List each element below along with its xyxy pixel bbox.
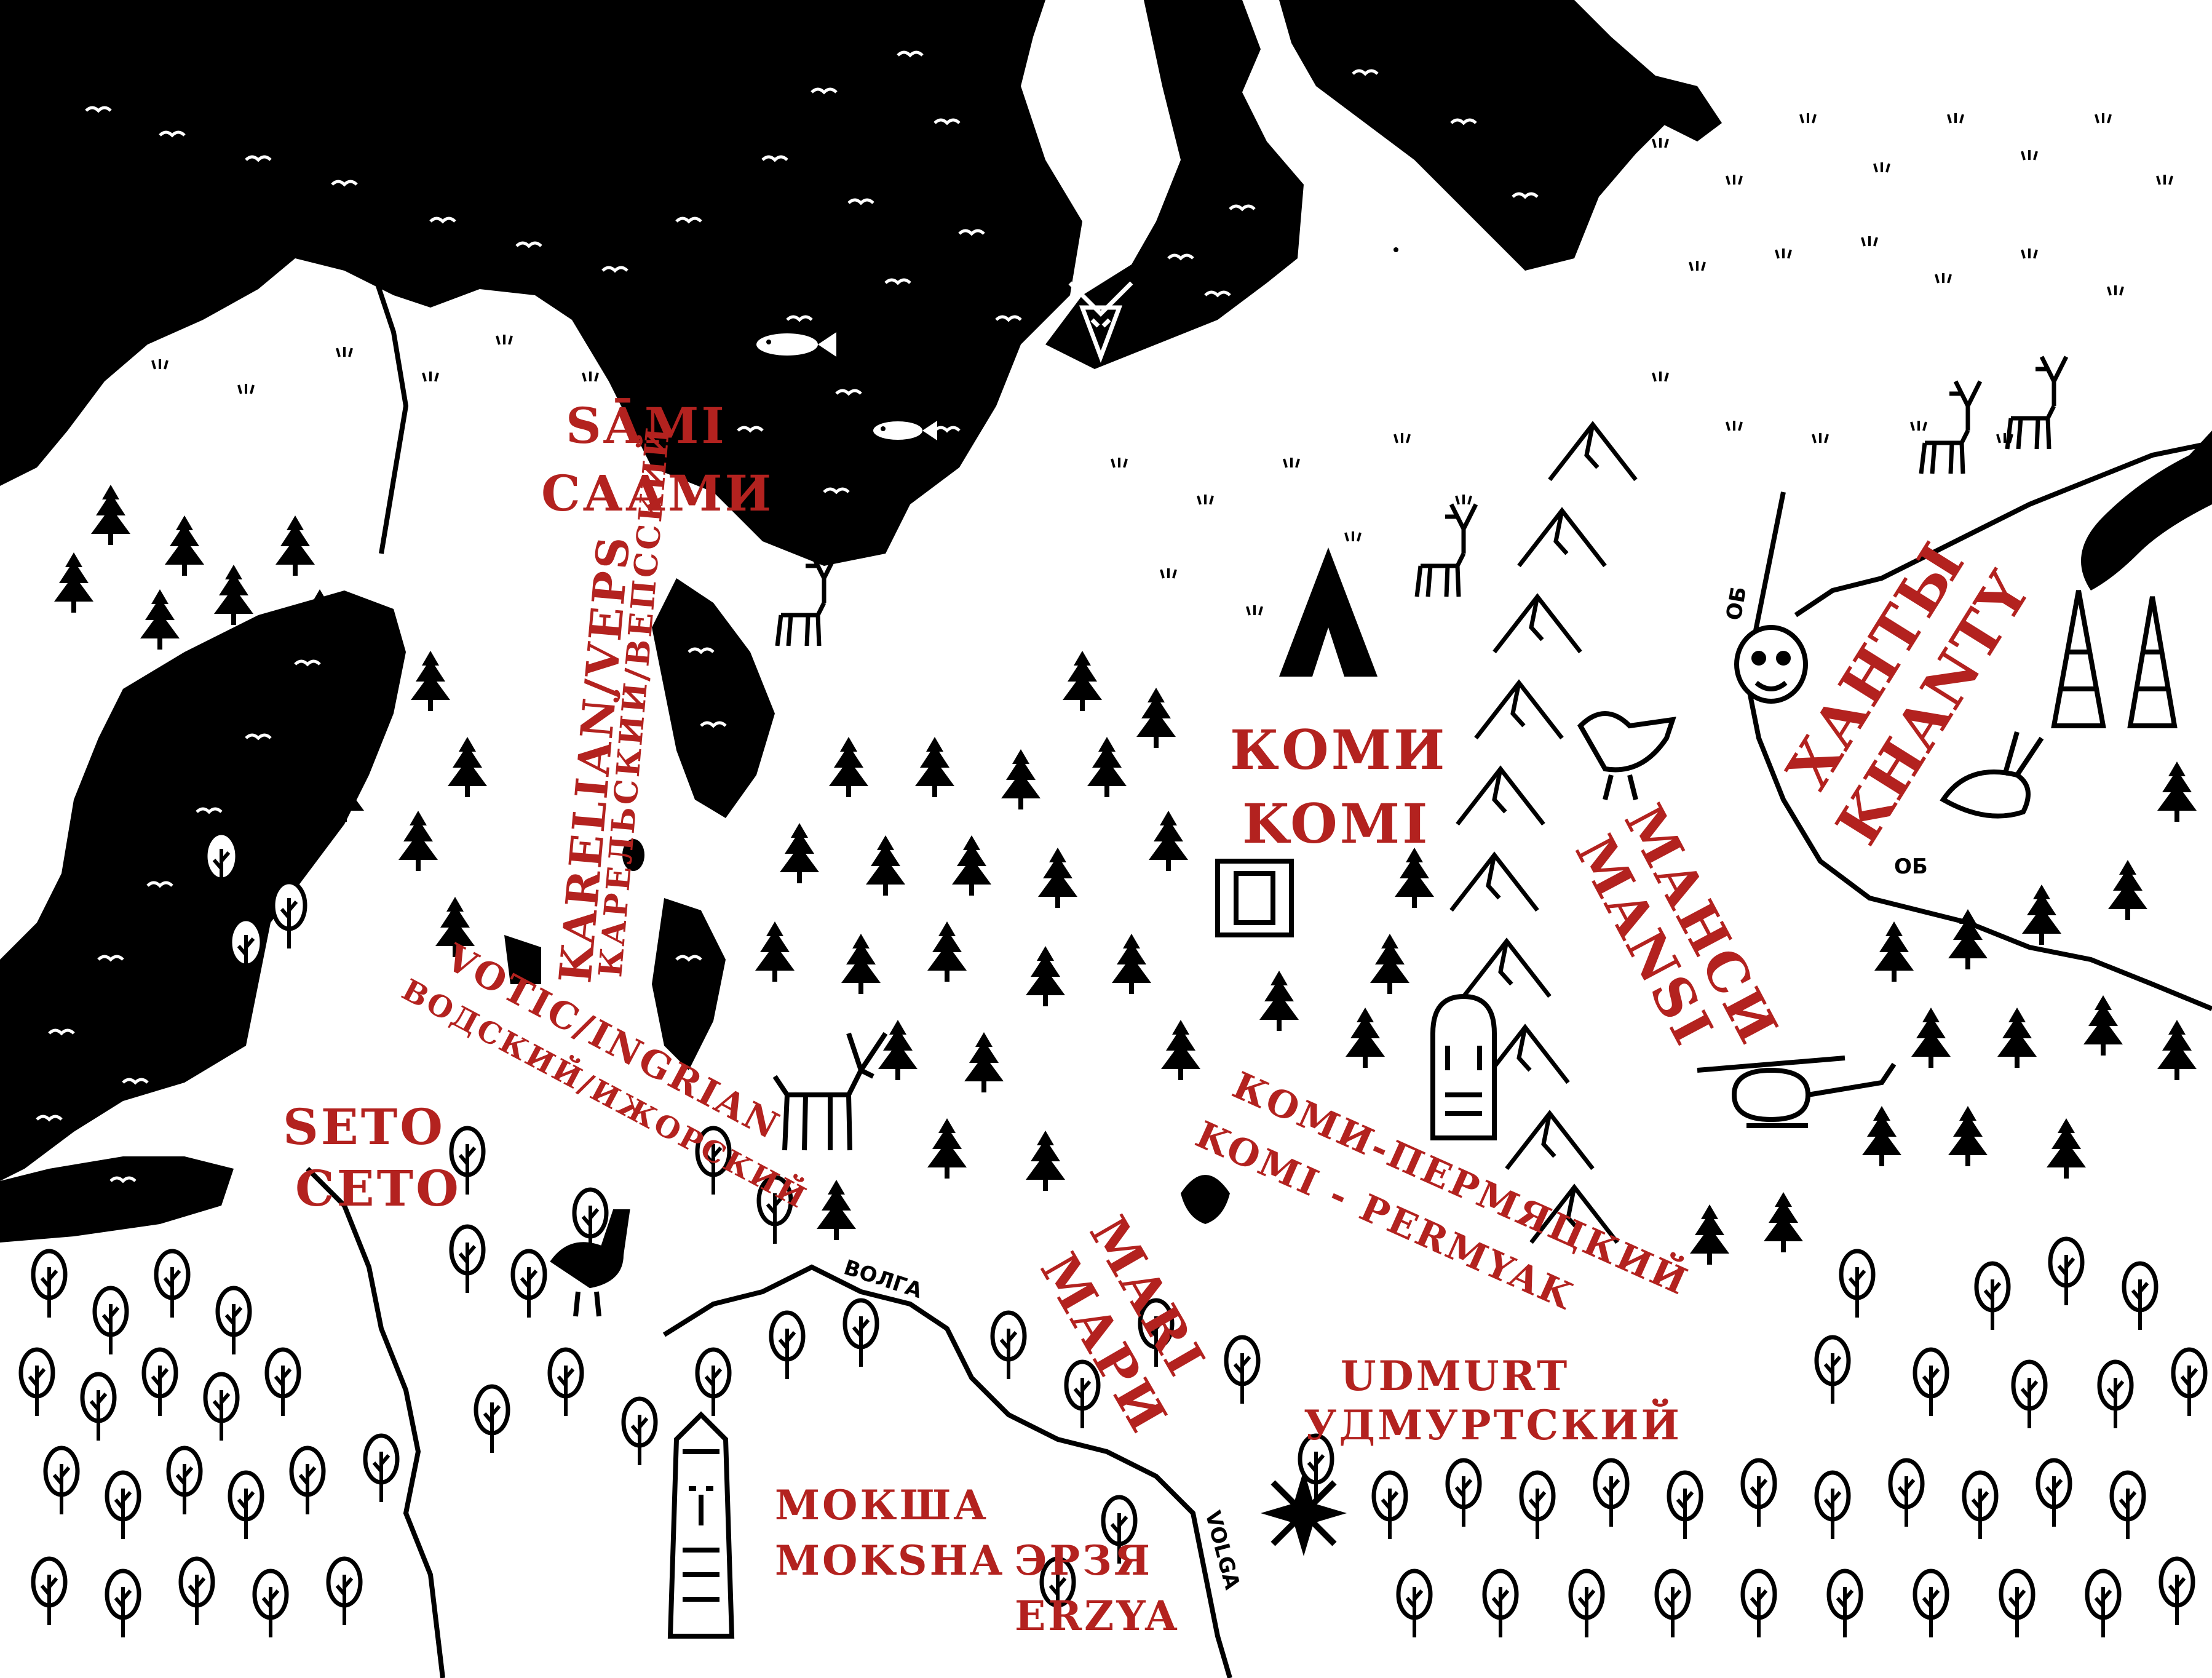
star-ornament-icon <box>1261 1470 1347 1556</box>
fish-icon <box>756 332 836 357</box>
tent-icon <box>1279 547 1378 677</box>
label-sami: SĀMI СААМИ <box>541 397 774 522</box>
animal-skull-icon <box>1940 731 2044 819</box>
label-sami-en: SĀMI <box>566 397 727 455</box>
label-sami-ru: СААМИ <box>541 464 774 522</box>
label-moksha: МОКША MOKSHA <box>775 1481 1004 1585</box>
idol-icon <box>1430 993 1497 1140</box>
label-seto-ru: СЕТО <box>295 1159 461 1217</box>
carved-idol-icon <box>667 1411 735 1639</box>
label-mari: MARI МАРИ <box>1029 1206 1218 1444</box>
oil-derrick-icon <box>2051 590 2106 728</box>
owl-icon <box>1181 1175 1230 1224</box>
label-erzya-en: ERZYA <box>1015 1592 1179 1640</box>
label-seto: SETO СЕТО <box>283 1098 461 1217</box>
label-udmurt-ru: УДМУРТСКИЙ <box>1304 1399 1682 1449</box>
fish-icon <box>1384 240 1464 264</box>
label-moksha-ru: МОКША <box>775 1481 989 1529</box>
oil-derrick-icon <box>2127 596 2178 728</box>
label-komi-ru: КОМИ <box>1230 718 1447 782</box>
label-seto-en: SETO <box>283 1098 445 1156</box>
fish-icon <box>873 421 937 440</box>
bird-icon <box>1577 711 1676 800</box>
label-udmurt-en: UDMURT <box>1341 1352 1569 1400</box>
drum-icon <box>1215 859 1294 937</box>
rivers <box>306 257 2212 1678</box>
bear-face-icon <box>1734 625 1808 704</box>
mask-icon <box>1068 281 1133 363</box>
sea <box>0 0 1722 1243</box>
duck-icon <box>550 1209 630 1317</box>
reindeer-icon <box>1919 380 1983 474</box>
label-moksha-en: MOKSHA <box>775 1537 1004 1585</box>
label-mansi: МАНСИ MANSI <box>1563 794 1791 1056</box>
smoke-plume <box>2081 431 2212 590</box>
reindeer-icon <box>1414 503 1478 597</box>
label-erzya: ЭРЗЯ ERZYA <box>1015 1537 1179 1640</box>
helicopter-icon <box>1697 1056 1897 1128</box>
label-komi: КОМИ KOMI <box>1230 718 1447 856</box>
label-erzya-ru: ЭРЗЯ <box>1015 1537 1152 1585</box>
river-label-ob-2: ОБ <box>1894 854 1928 879</box>
moose-icon <box>772 1032 888 1151</box>
label-komi-en: KOMI <box>1242 792 1430 856</box>
label-udmurt: UDMURT УДМУРТСКИЙ <box>1304 1352 1682 1449</box>
reindeer-icon <box>2005 356 2069 450</box>
river-label-ob-1: ОБ <box>1721 585 1751 622</box>
reindeer-icon <box>775 552 839 646</box>
